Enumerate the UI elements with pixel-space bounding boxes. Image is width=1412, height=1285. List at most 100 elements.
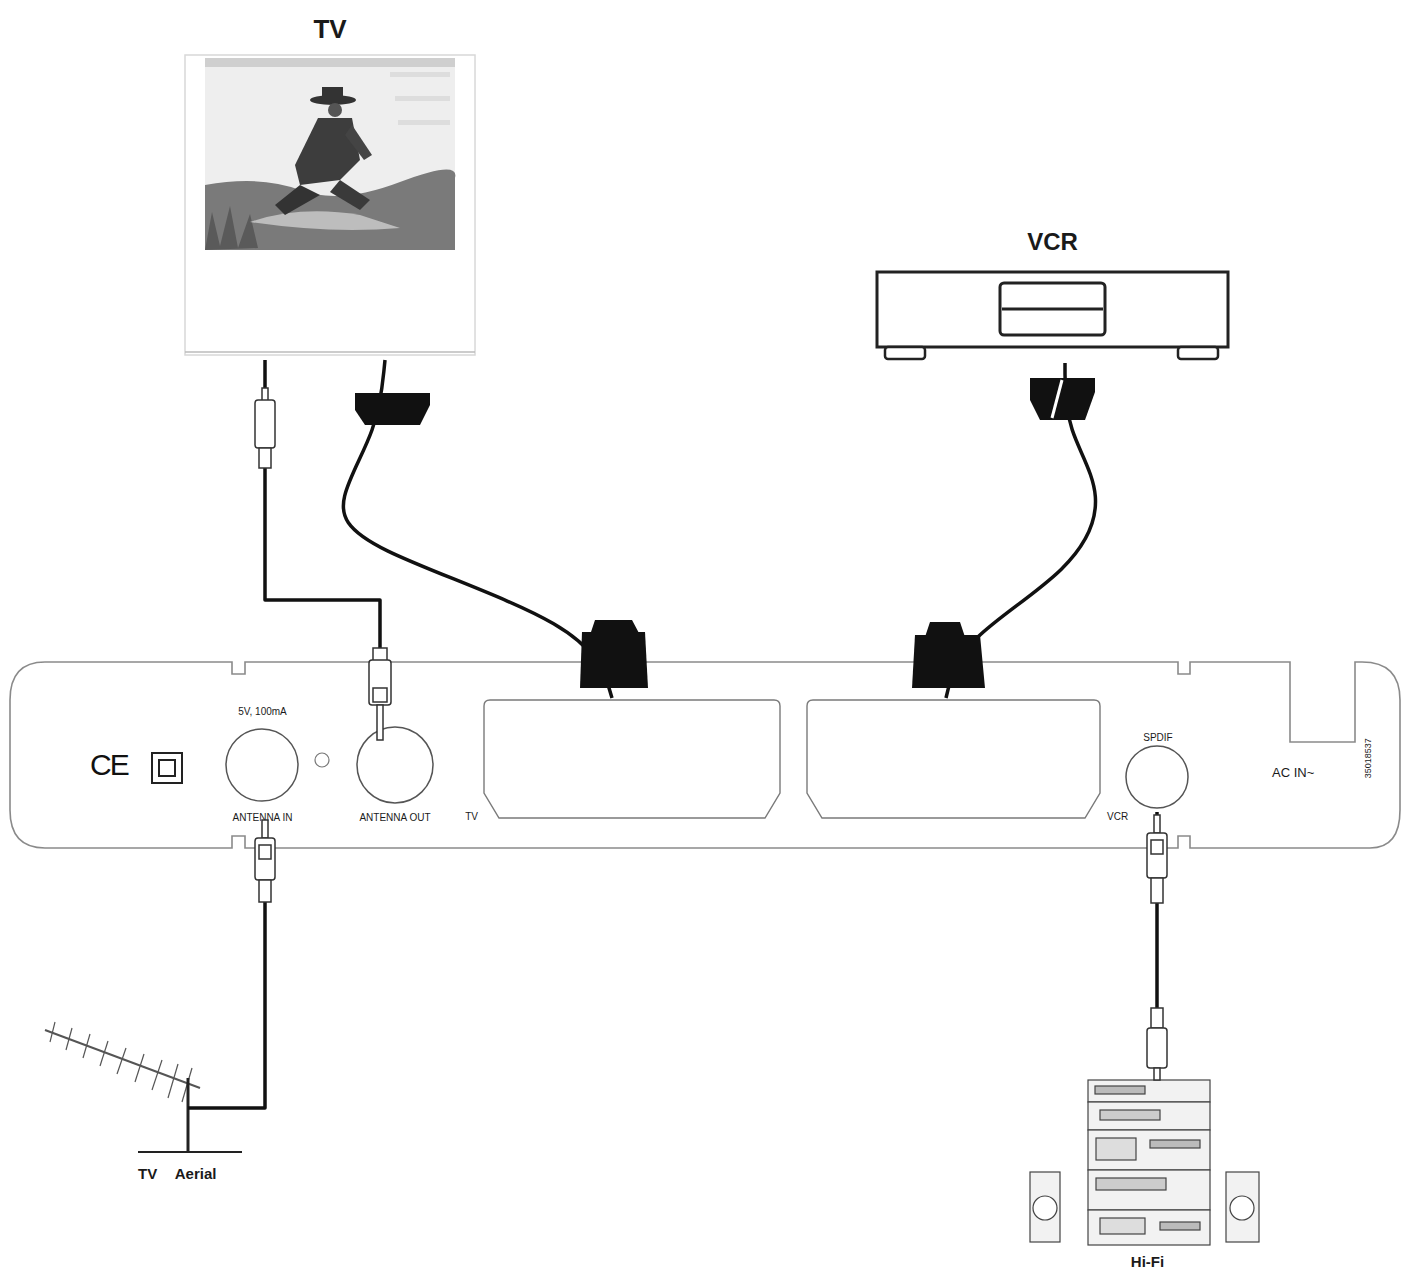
rating-label: 5V, 100mA <box>205 706 320 718</box>
device-title: VCR <box>875 228 1230 256</box>
antenna-out-socket: ANTENNA OUT <box>340 725 450 828</box>
scart-socket-outline <box>482 698 782 823</box>
class-two-symbol <box>152 753 182 783</box>
cable <box>1155 812 1159 1075</box>
socket-outline <box>226 729 298 801</box>
aerial-illustration <box>45 1022 242 1152</box>
scart-socket-outline <box>805 698 1102 823</box>
rca-plug-part <box>1147 1028 1167 1068</box>
aerial-illustration-part <box>100 1041 108 1066</box>
aerial-illustration-part <box>135 1054 144 1082</box>
socket-label: ANTENNA IN <box>205 812 320 824</box>
tv-set: TV <box>185 15 475 360</box>
rca-plug-part <box>262 388 268 402</box>
socket-label: TV <box>460 811 478 823</box>
tv-illustration-part <box>185 351 475 353</box>
hifi-illustration-part <box>1030 1172 1060 1242</box>
aerial-illustration-part <box>187 1078 190 1152</box>
tv-illustration-part <box>205 58 455 67</box>
aerial-illustration-part <box>152 1060 162 1090</box>
rca-plug-part <box>259 845 271 859</box>
rca-plug-part <box>1151 878 1163 903</box>
hifi-illustration-part <box>1150 1140 1200 1148</box>
rca-plug-part <box>255 400 275 448</box>
scart-outline <box>484 700 780 818</box>
socket-label: SPDIF <box>1118 732 1198 744</box>
aerial-illustration-part <box>66 1028 72 1050</box>
rca-plug-part <box>1151 1008 1163 1028</box>
device-title: TV <box>185 15 475 45</box>
cable <box>343 360 612 698</box>
aerial-illustration-part <box>188 1106 240 1110</box>
hifi-illustration-part <box>1088 1130 1210 1170</box>
scart-plug-part <box>580 632 648 688</box>
tv-illustration-part <box>205 169 455 250</box>
hifi-illustration-part <box>1088 1210 1210 1245</box>
aerial-illustration-part <box>117 1048 126 1074</box>
hifi-illustration-part <box>1088 1102 1210 1130</box>
hifi-illustration-part <box>1226 1172 1259 1242</box>
scart-plug-part <box>590 620 640 635</box>
rear-panel: AC IN~350185375V, 100mAANTENNA INANTENNA… <box>10 660 1402 850</box>
socket-label: VCR <box>1107 811 1141 823</box>
hifi-illustration-part <box>1160 1222 1200 1230</box>
aerial-illustration-part <box>45 1030 200 1088</box>
socket-outline <box>357 727 433 803</box>
scart-outline <box>807 700 1100 818</box>
rca-plug-part <box>259 448 271 468</box>
vcr-unit: VCR <box>875 228 1230 363</box>
socket-outline <box>1126 746 1188 808</box>
class-two-symbol-part <box>159 760 175 776</box>
rca-plug-part <box>373 688 387 702</box>
device-title: Hi-Fi <box>1030 1253 1265 1270</box>
scart-plug-part <box>925 622 965 637</box>
aerial-illustration-part <box>83 1034 90 1058</box>
rca-plug <box>255 388 1167 1080</box>
scart-socket: TV <box>482 698 782 823</box>
class-two-symbol-part <box>152 753 182 783</box>
tv-illustration-part <box>328 103 342 117</box>
tv-aerial: TV Aerial <box>40 1020 240 1190</box>
tv-illustration-part <box>205 206 258 250</box>
aerial-illustration-part <box>50 1022 55 1042</box>
antenna-in-socket-outline <box>215 700 310 830</box>
scart-plug-part <box>912 635 985 688</box>
rca-plug-part <box>1154 815 1160 833</box>
serial-number: 35018537 <box>1363 718 1373 798</box>
scart-plug-part <box>355 393 430 425</box>
tv-illustration-part <box>185 55 475 355</box>
hifi-illustration-part <box>1033 1196 1057 1220</box>
hifi-illustration-part <box>1096 1138 1136 1160</box>
tv-illustration-part <box>390 72 450 77</box>
cable <box>265 360 380 725</box>
hifi-illustration-part <box>1088 1080 1210 1102</box>
tv-illustration-part <box>330 180 370 210</box>
tv-illustration-part <box>345 125 372 160</box>
scart-plug <box>355 378 1095 688</box>
hifi-illustration <box>1030 1080 1259 1245</box>
rca-plug-part <box>1154 1068 1160 1080</box>
antenna-in-socket: 5V, 100mAANTENNA IN <box>215 700 310 830</box>
hifi-illustration-part <box>1095 1086 1145 1094</box>
rca-plug-part <box>262 820 268 838</box>
hifi-illustration-part <box>1100 1218 1145 1234</box>
tv-illustration-part <box>398 120 450 125</box>
hifi-illustration-part <box>1100 1110 1160 1120</box>
scart-socket: VCR <box>805 698 1102 823</box>
hifi-illustration-part <box>1096 1178 1166 1190</box>
device-title: TV Aerial <box>138 1165 278 1182</box>
tv-illustration-part <box>322 87 343 100</box>
socket-label: ANTENNA OUT <box>335 812 455 824</box>
cable <box>946 363 1095 698</box>
hifi-illustration-part <box>1230 1196 1254 1220</box>
vcr-illustration-part <box>877 272 1228 347</box>
power-input-label: AC IN~ <box>1272 766 1342 781</box>
tv-illustration-part <box>250 211 400 230</box>
vcr-illustration-part <box>1002 308 1103 311</box>
scart-plug-part <box>1052 380 1062 418</box>
